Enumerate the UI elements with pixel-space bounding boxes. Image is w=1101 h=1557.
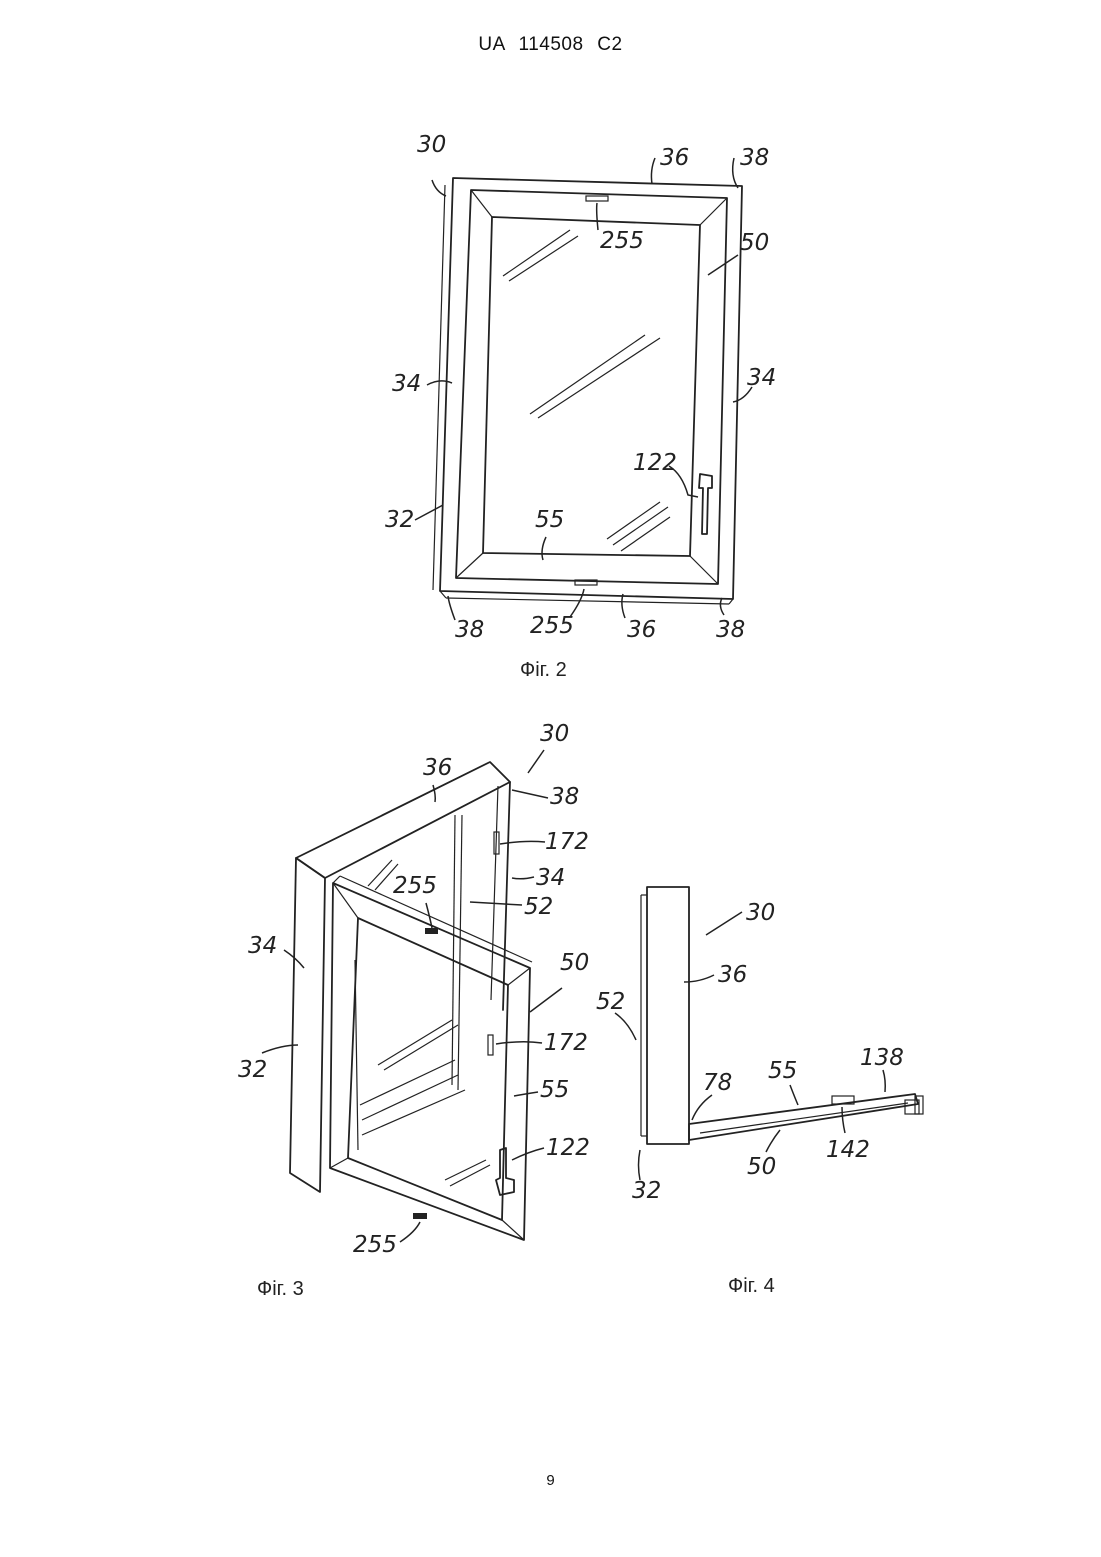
label-55: 55 (768, 1058, 797, 1084)
label-50: 50 (747, 1154, 776, 1180)
sash-side (689, 1094, 918, 1140)
page-number: 9 (0, 1472, 1101, 1489)
frame-side-block (647, 887, 689, 1144)
label-142: 142 (826, 1137, 870, 1163)
label-138: 138 (860, 1045, 904, 1071)
caption-fig-4: Фіг. 4 (728, 1275, 775, 1297)
label-52: 52 (596, 989, 625, 1015)
label-32: 32 (632, 1178, 661, 1204)
label-36: 36 (718, 962, 747, 988)
label-78: 78 (703, 1070, 732, 1096)
label-30: 30 (746, 900, 775, 926)
